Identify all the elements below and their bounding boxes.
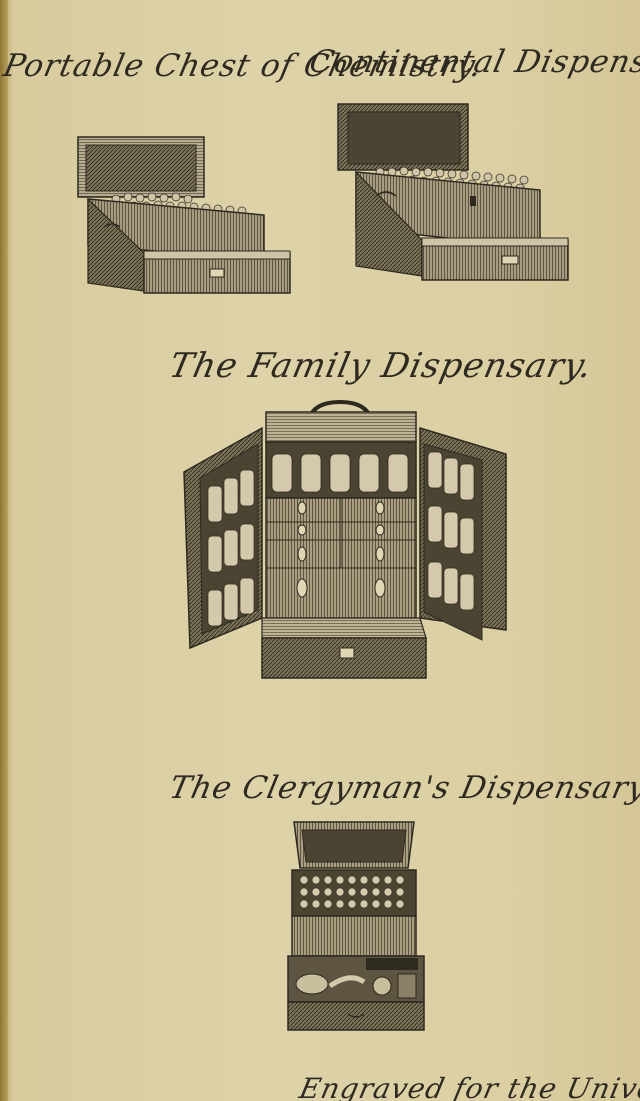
caption-continental-dispensary: Continental Dispensary. — [306, 44, 640, 80]
caption-clergymans-dispensary: The Clergyman's Dispensary. — [166, 770, 640, 806]
page-edge — [0, 0, 8, 1101]
clergymans-dispensary-illustration — [287, 821, 425, 1031]
family-dispensary-illustration — [183, 399, 507, 679]
portable-chest-illustration — [77, 136, 291, 294]
continental-dispensary-illustration — [337, 103, 569, 281]
caption-footer: Engraved for the Universal Dict. — [296, 1072, 640, 1101]
caption-family-dispensary: The Family Dispensary. — [165, 346, 597, 386]
